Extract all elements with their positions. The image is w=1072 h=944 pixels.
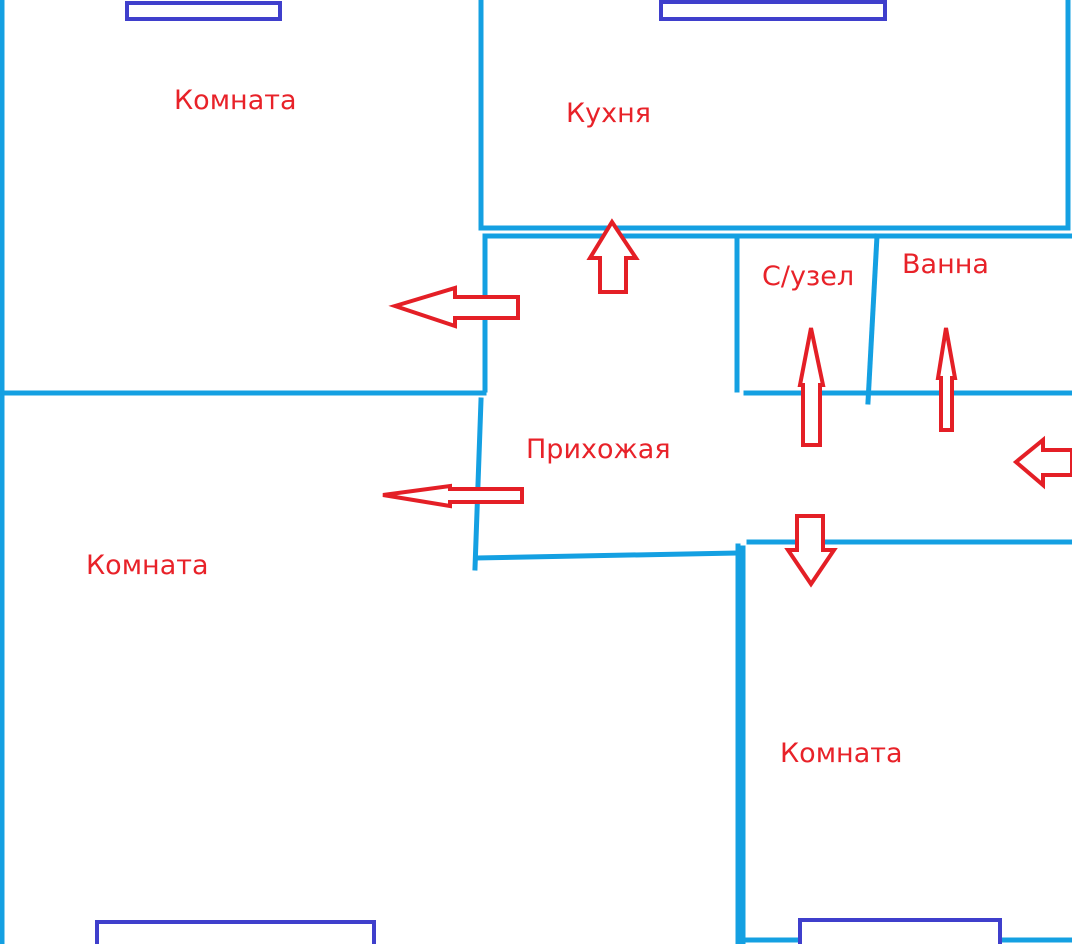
wall-toilet-bath xyxy=(865,233,880,405)
arrow-left-room-top-icon xyxy=(388,285,520,329)
arrows xyxy=(382,218,1072,588)
label-toilet: С/узел xyxy=(762,261,855,292)
arrow-up-toilet-icon xyxy=(797,327,826,447)
windows xyxy=(95,0,1002,944)
arrow-up-kitchen-icon xyxy=(586,218,640,294)
label-room-bottom-right: Комната xyxy=(780,738,903,769)
label-hallway: Прихожая xyxy=(526,434,671,465)
arrow-left-room-left-icon xyxy=(382,483,524,509)
window-top-left xyxy=(125,1,282,21)
arrow-left-entrance-icon xyxy=(1012,435,1072,490)
wall-hall-bottom xyxy=(474,550,738,561)
window-kitchen xyxy=(659,0,887,21)
wall-hall-left-lower xyxy=(472,397,484,571)
arrow-down-room-right-icon xyxy=(784,514,838,588)
window-bottom-right xyxy=(798,918,1002,944)
label-kitchen: Кухня xyxy=(566,98,652,129)
label-bath: Ванна xyxy=(902,249,989,280)
arrow-up-bath-icon xyxy=(935,327,958,432)
label-room-top-left: Комната xyxy=(174,85,297,116)
window-bottom-left xyxy=(95,920,376,944)
label-room-left: Комната xyxy=(86,550,209,581)
